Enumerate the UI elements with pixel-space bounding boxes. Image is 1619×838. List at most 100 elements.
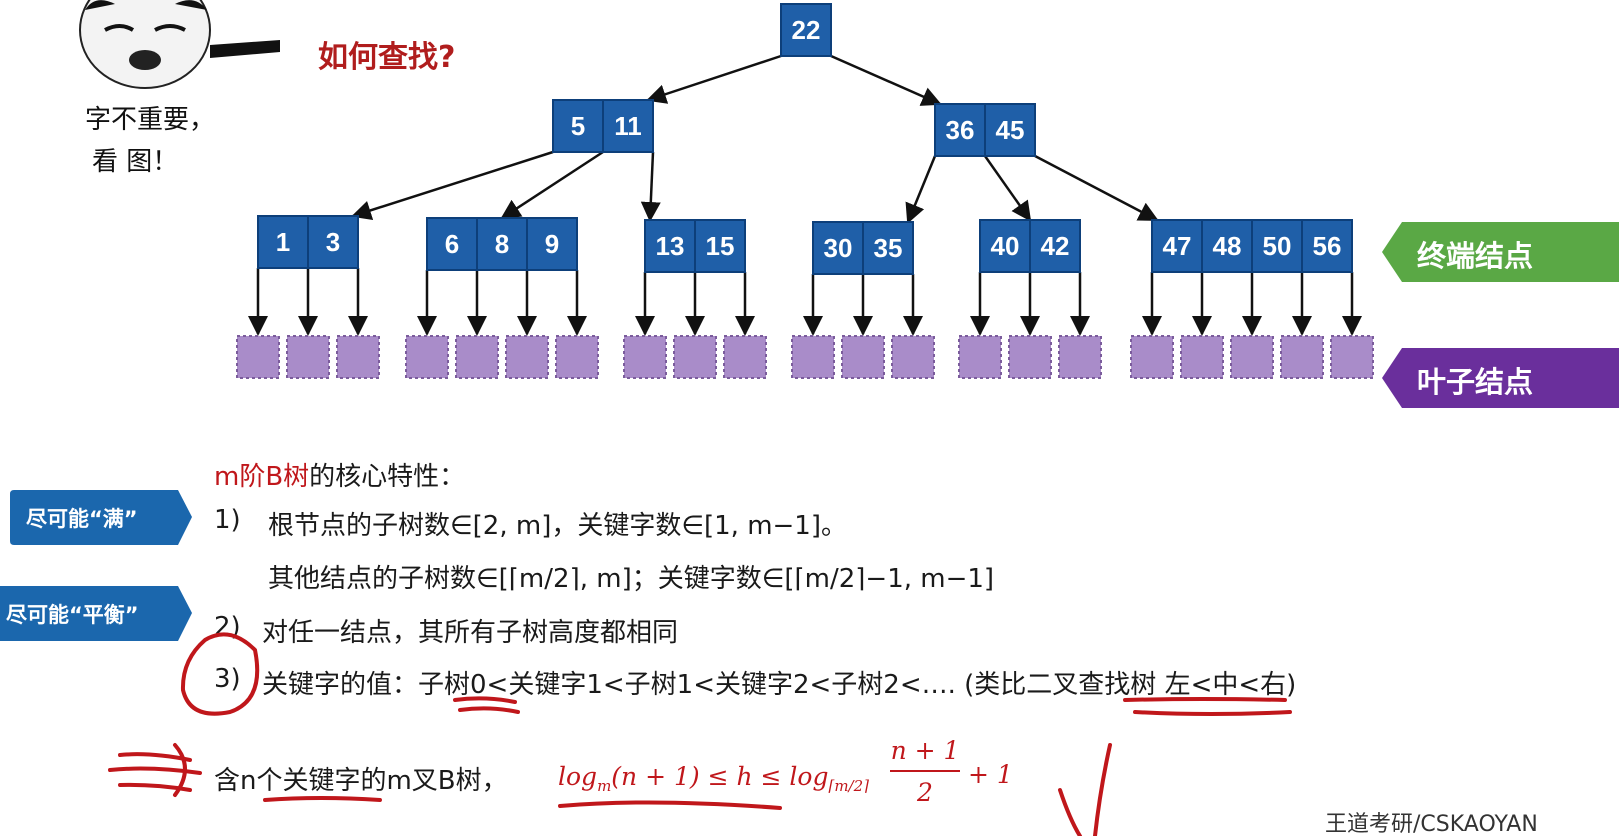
terminal-nodes-label: 终端结点 (1417, 239, 1534, 273)
terminal-node: 47 48 50 56 (1151, 219, 1353, 273)
node-key-cell (1151, 219, 1203, 273)
node-key-cell (780, 3, 832, 57)
node-key-text: 35 (874, 233, 903, 263)
terminal-node: 6 8 9 (426, 217, 578, 271)
edge-to-terminal (983, 155, 1032, 222)
node-key-text: 8 (495, 229, 509, 259)
node-key-text: 40 (991, 231, 1020, 261)
node-key-text: 47 (1163, 231, 1192, 261)
node-key-cell (1301, 219, 1353, 273)
leaf-square (236, 335, 280, 379)
terminal-node: 13 15 (644, 219, 746, 273)
edge-root-right (830, 54, 942, 106)
node-key-text: 56 (1313, 231, 1342, 261)
node-key-cell (257, 215, 309, 269)
tag-full: 尽可能“满” (10, 490, 192, 545)
item1-line2: 其他结点的子树数∈[⌈m/2⌉, m]；关键字数∈[⌈m/2⌉−1, m−1] (268, 564, 995, 594)
item3-number: 3) (214, 664, 241, 694)
node-key-cell (552, 99, 604, 153)
terminal-node: 30 35 (812, 221, 914, 275)
node-key-text: 1 (276, 227, 290, 257)
node-key-text: 11 (614, 111, 642, 141)
leaf-square (791, 335, 835, 379)
leaf-nodes-tag: 叶子结点 (1382, 348, 1619, 408)
node-key-text: 6 (445, 229, 459, 259)
node-key-cell (1201, 219, 1253, 273)
leaf-square (623, 335, 667, 379)
edge-to-terminal (640, 151, 661, 222)
terminal-nodes-tag: 终端结点 (1382, 222, 1619, 282)
formula-mid: (n + 1) ≤ h ≤ log (611, 762, 829, 791)
node-key-cell (984, 103, 1036, 157)
node-key-cell (644, 219, 696, 273)
height-prefix: 含n个关键字的m叉B树， (214, 766, 508, 796)
node-key-cell (307, 215, 359, 269)
leaf-square (1130, 335, 1174, 379)
formula-denominator: 2 (917, 778, 933, 807)
meme-face-image (75, 0, 280, 92)
leaf-square (1330, 335, 1374, 379)
tag-balance: 尽可能“平衡” (0, 586, 192, 641)
formula-log1: log (558, 762, 598, 791)
node-key-cell (694, 219, 746, 273)
meme-caption-line2: 看 图！ (92, 147, 179, 177)
node-key-text: 5 (571, 111, 585, 141)
edge-root-left (646, 54, 782, 104)
node-key-text: 3 (326, 227, 340, 257)
node-key-text: 45 (996, 115, 1025, 145)
formula-numerator: n + 1 (890, 736, 960, 765)
node-key-cell (862, 221, 914, 275)
node-key-text: 22 (792, 15, 821, 45)
item3-text: 关键字的值：子树0<关键字1<子树1<关键字2<子树2<…. (类比二叉查找树 … (262, 670, 1297, 700)
leaf-square (555, 335, 599, 379)
leaf-square (1008, 335, 1052, 379)
node-key-text: 9 (545, 229, 559, 259)
height-formula: logm(n + 1) ≤ h ≤ log⌈m/2⌉ (558, 762, 869, 795)
leaf-square (958, 335, 1002, 379)
leaf-square (336, 335, 380, 379)
node-key-cell (526, 217, 578, 271)
leaf-square (673, 335, 717, 379)
question-text: 如何查找? (318, 40, 456, 75)
properties-title: m阶B树的核心特性： (214, 456, 465, 493)
root-node: 22 (780, 3, 832, 57)
item2-text: 对任一结点，其所有子树高度都相同 (262, 618, 679, 648)
leaf-square (841, 335, 885, 379)
edge-to-terminal (500, 150, 604, 220)
leaf-square (723, 335, 767, 379)
internal-node: 36 45 (934, 103, 1036, 157)
node-key-text: 30 (824, 233, 853, 263)
formula-sub-m: m (597, 777, 612, 795)
internal-node: 5 11 (552, 99, 654, 153)
edge-to-terminal (1034, 154, 1159, 222)
formula-fraction-bar (890, 770, 960, 772)
leaf-nodes-label: 叶子结点 (1417, 365, 1534, 399)
node-key-cell (1029, 219, 1081, 273)
node-key-cell (602, 99, 654, 153)
edge-to-terminal (905, 155, 937, 224)
node-key-cell (426, 217, 478, 271)
tag-full-label: 尽可能“满” (26, 507, 138, 531)
formula-tail: + 1 (968, 760, 1013, 789)
node-key-cell (934, 103, 986, 157)
item1-number: 1) (214, 505, 241, 535)
leaf-square (1230, 335, 1274, 379)
node-key-text: 42 (1041, 231, 1070, 261)
node-key-text: 36 (946, 115, 975, 145)
node-key-text: 50 (1263, 231, 1292, 261)
leaf-square (1280, 335, 1324, 379)
properties-title-rest: 的核心特性： (309, 462, 466, 492)
leaf-square (505, 335, 549, 379)
leaf-square (1058, 335, 1102, 379)
node-key-cell (812, 221, 864, 275)
node-key-text: 48 (1213, 231, 1242, 261)
leaf-squares (236, 335, 1374, 379)
node-key-text: 13 (656, 231, 685, 261)
node-key-text: 15 (706, 231, 735, 261)
properties-title-red: m阶B树 (214, 462, 310, 492)
formula-sub-ceil: ⌈m/2⌉ (828, 777, 870, 795)
leaf-square (891, 335, 935, 379)
